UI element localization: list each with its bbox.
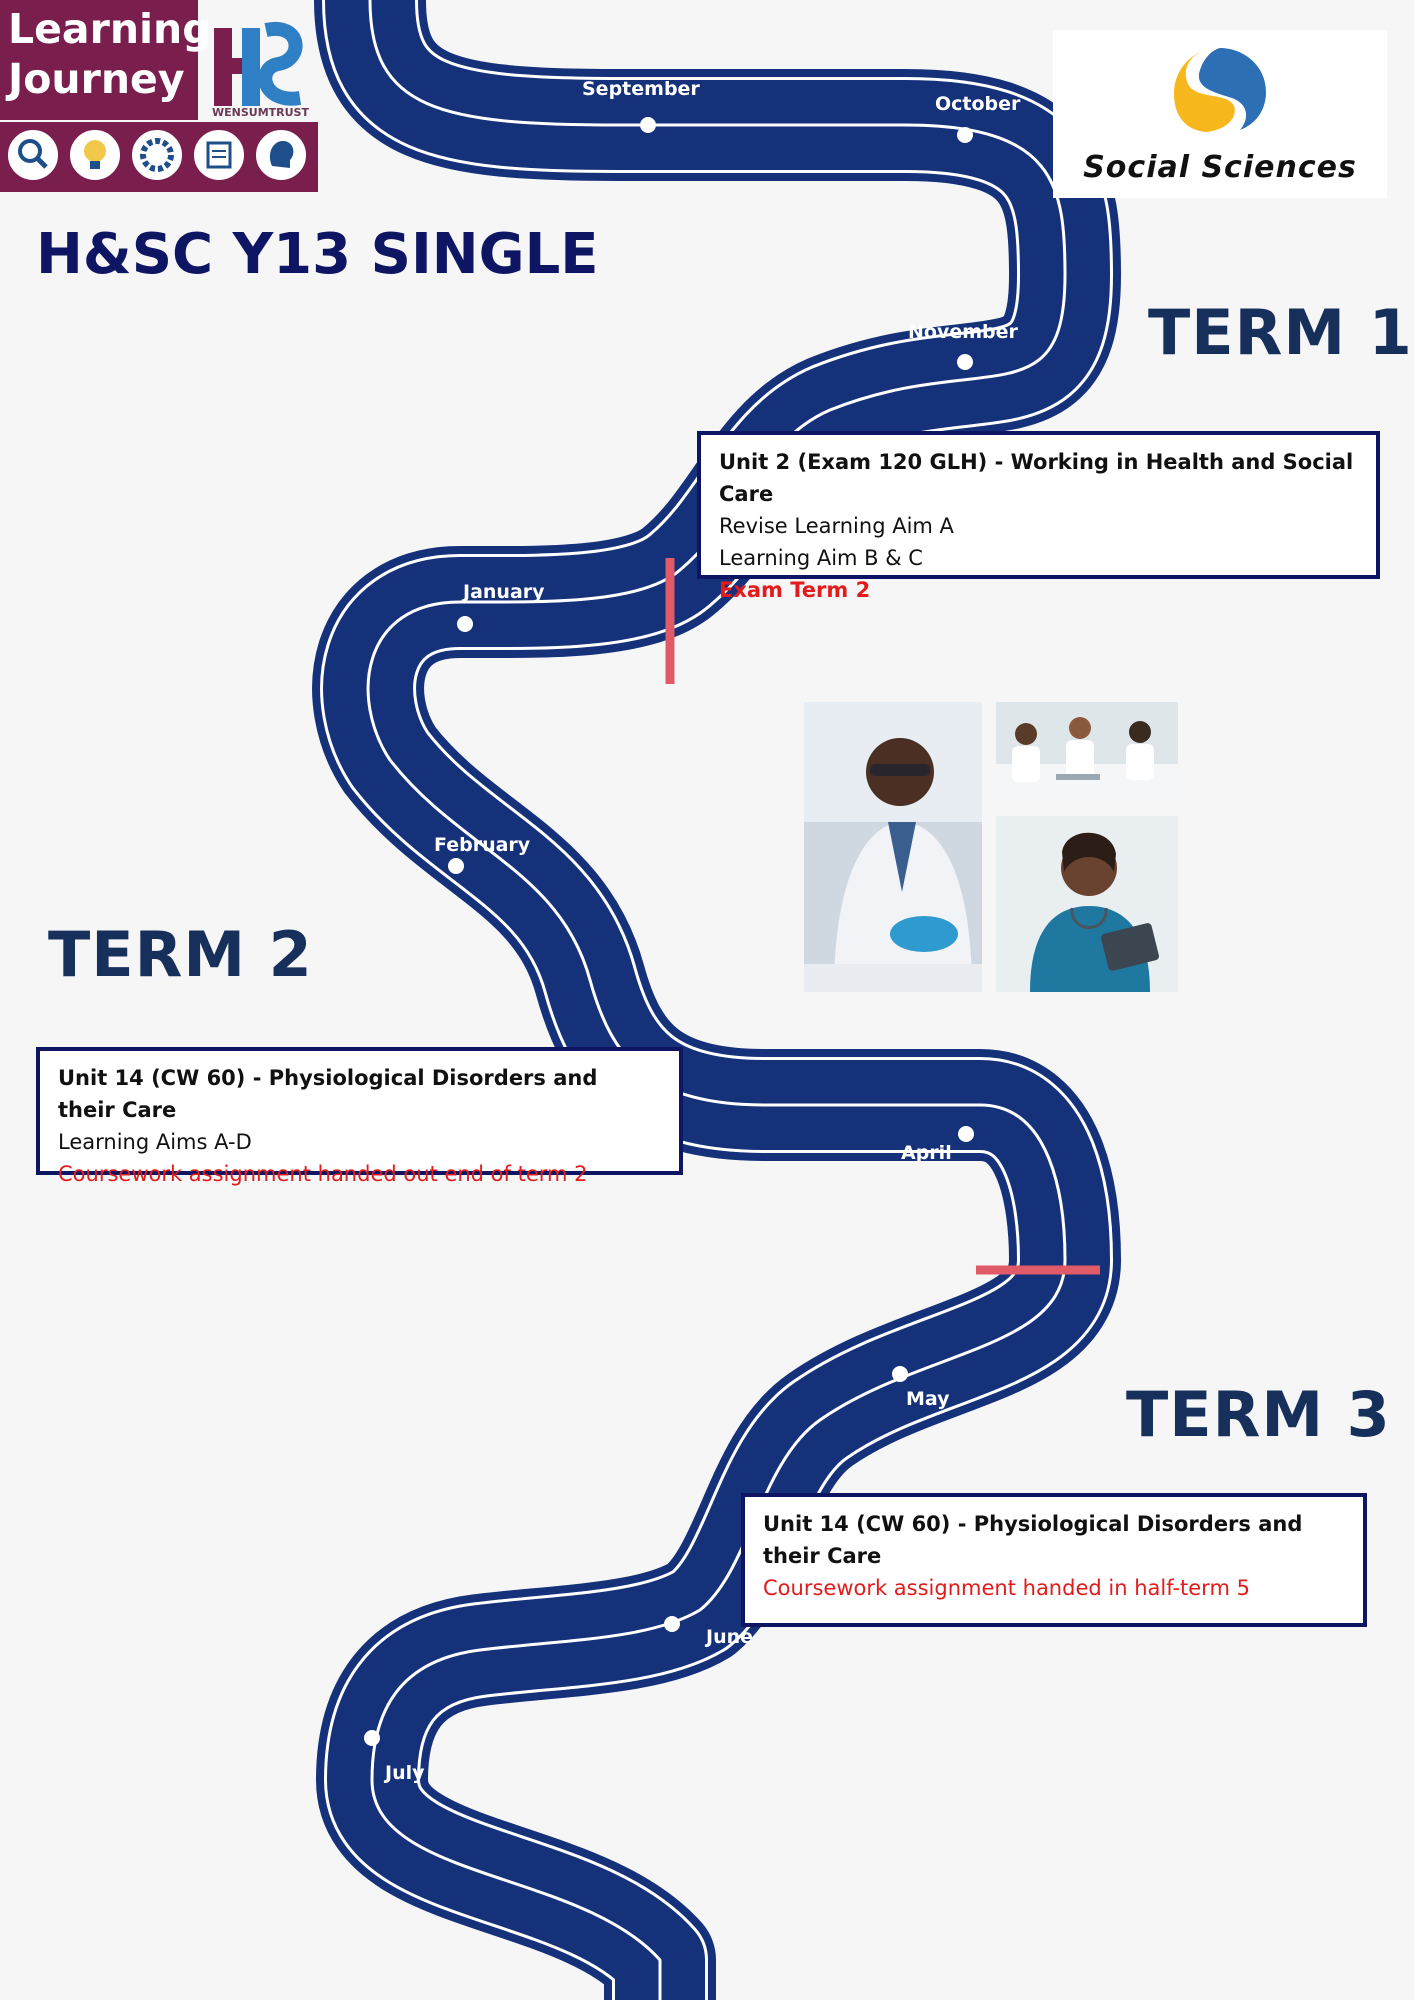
term3-heading: TERM 3 xyxy=(1126,1378,1391,1451)
logo-line1: Learning xyxy=(8,5,212,53)
june-dot xyxy=(664,1616,680,1632)
social-sciences-emblem-icon xyxy=(1174,48,1266,132)
imaginative-icon xyxy=(66,126,124,184)
july-dot xyxy=(364,1730,380,1746)
january-dot xyxy=(457,616,473,632)
photo-lab-scientist xyxy=(804,702,982,992)
wensum-trust-logo xyxy=(214,21,303,106)
logo-line2: Journey xyxy=(8,55,185,103)
partner-name: Social Sciences xyxy=(1083,150,1357,185)
november-dot xyxy=(957,354,973,370)
persistent-icon xyxy=(190,126,248,184)
month-label-september: September xyxy=(582,78,700,100)
term2-coursework-note: Coursework assignment handed out end of … xyxy=(58,1162,588,1186)
trust-name: WENSUMTRUST xyxy=(212,106,309,119)
collaborative-icon xyxy=(128,126,186,184)
month-label-july: July xyxy=(385,1762,425,1784)
learning-journey-badge: Learning Journey xyxy=(0,0,212,120)
month-label-june: June xyxy=(706,1626,754,1648)
month-label-october: October xyxy=(935,93,1021,115)
social-sciences-logo: Social Sciences xyxy=(1053,30,1387,198)
april-dot xyxy=(958,1126,974,1142)
term1-unit-box: Unit 2 (Exam 120 GLH) - Working in Healt… xyxy=(697,431,1380,602)
month-label-april: April xyxy=(901,1142,952,1164)
term3-unit-box: Unit 14 (CW 60) - Physiological Disorder… xyxy=(741,1493,1367,1627)
term1-line2: Learning Aim B & C xyxy=(719,546,923,570)
term2-line1: Learning Aims A-D xyxy=(58,1130,252,1154)
term2-heading: TERM 2 xyxy=(48,918,313,991)
road-center-line xyxy=(366,0,1067,2000)
month-markers xyxy=(364,117,974,1746)
month-label-january: January xyxy=(463,581,545,603)
photo-team-meeting xyxy=(996,702,1178,802)
term2-unit-box: Unit 14 (CW 60) - Physiological Disorder… xyxy=(36,1047,683,1186)
term1-line1: Revise Learning Aim A xyxy=(719,514,954,538)
road-surface xyxy=(312,0,1121,2000)
term1-exam-note: Exam Term 2 xyxy=(719,578,871,602)
october-dot xyxy=(957,127,973,143)
term3-coursework-note: Coursework assignment handed in half-ter… xyxy=(763,1576,1250,1600)
disciplined-icon xyxy=(252,126,310,184)
term1-heading: TERM 1 xyxy=(1148,296,1413,369)
healthcare-photo-collage xyxy=(804,702,1178,992)
month-label-november: November xyxy=(908,321,1018,343)
september-dot xyxy=(640,117,656,133)
month-label-may: May xyxy=(906,1388,950,1410)
inquisitive-icon xyxy=(4,126,62,184)
term2-unit-heading: Unit 14 (CW 60) - Physiological Disorder… xyxy=(58,1066,598,1122)
term3-unit-heading: Unit 14 (CW 60) - Physiological Disorder… xyxy=(763,1512,1303,1568)
page-title: H&SC Y13 SINGLE xyxy=(36,222,599,287)
learning-journey-logo: Learning Journey WENSUMTRUST xyxy=(0,0,318,192)
month-label-february: February xyxy=(434,834,531,856)
may-dot xyxy=(892,1366,908,1382)
photo-nurse-tablet xyxy=(996,816,1178,992)
term1-unit-heading: Unit 2 (Exam 120 GLH) - Working in Healt… xyxy=(719,450,1354,506)
february-dot xyxy=(448,858,464,874)
